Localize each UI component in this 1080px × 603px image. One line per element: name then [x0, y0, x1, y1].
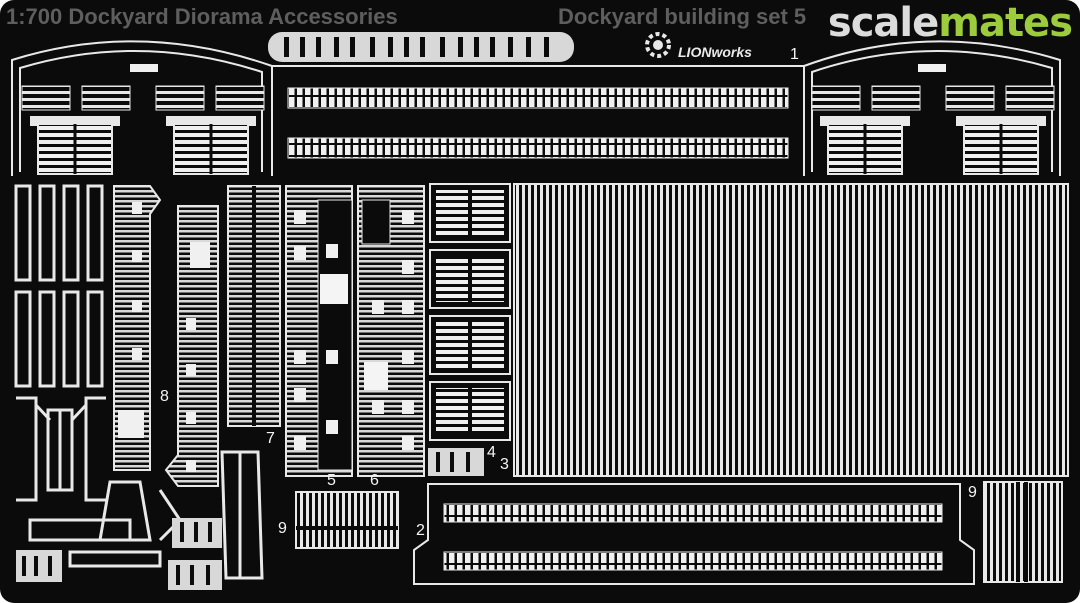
part-1-windows-left — [21, 85, 265, 111]
part-6-wall — [357, 185, 425, 477]
part-number-9-right: 9 — [968, 484, 977, 501]
scalemates-watermark: scalemates — [827, 0, 1073, 46]
part-8-building-walls — [113, 185, 219, 487]
part-number-5: 5 — [327, 472, 336, 489]
part-number-6: 6 — [370, 472, 379, 489]
watermark-part1: scale — [827, 0, 939, 46]
part-number-2: 2 — [416, 522, 425, 539]
part-5-wall — [285, 185, 353, 477]
part-1-window-strip-upper — [287, 87, 789, 109]
part-number-7: 7 — [266, 430, 275, 447]
sheet-title: 1:700 Dockyard Diorama Accessories — [6, 4, 398, 29]
part-1-top-building — [11, 40, 1061, 176]
part-number-3: 3 — [500, 456, 509, 473]
brand-logo-text: LIONworks — [678, 44, 752, 60]
frames-left-column — [14, 184, 104, 388]
figures-strip-top — [268, 32, 574, 62]
part-1-windows-right — [811, 85, 1055, 111]
part-1-window-strip-lower — [287, 137, 789, 159]
part-number-1: 1 — [790, 46, 799, 63]
part-9-panel-right — [983, 481, 1063, 583]
watermark-part2: mates — [938, 0, 1073, 46]
part-4-doors — [429, 183, 511, 441]
part-number-8: 8 — [160, 388, 169, 405]
part-9-panel-center — [295, 491, 399, 549]
part-2-lower-building — [413, 483, 975, 585]
part-number-4: 4 — [487, 444, 496, 461]
set-title: Dockyard building set 5 — [558, 4, 807, 29]
part-1-doors — [30, 116, 1046, 175]
part-3-corrugated-roof — [513, 183, 1069, 477]
part-number-9-center: 9 — [278, 520, 287, 537]
figures-tabs — [16, 448, 484, 590]
gear-icon — [645, 32, 671, 58]
